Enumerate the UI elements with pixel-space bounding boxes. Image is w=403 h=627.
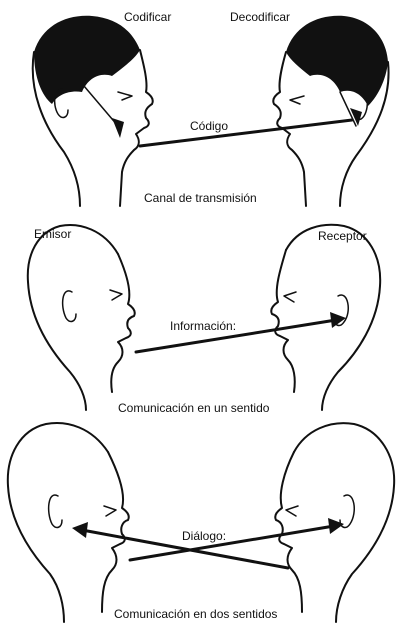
two-way-caption: Comunicación en dos sentidos <box>114 607 277 621</box>
receptor-head-outline <box>285 223 382 411</box>
panel-two-way: Diálogo: Comunicación en dos sentidos <box>6 422 396 623</box>
right-head-hair <box>286 15 388 106</box>
right-dialog-ear <box>339 494 356 529</box>
information-line <box>134 318 338 354</box>
one-way-caption: Comunicación en un sentido <box>118 401 270 415</box>
left-dialog-head-figure <box>6 422 130 623</box>
right-face-profile <box>272 51 307 207</box>
receptor-face-profile <box>270 249 296 393</box>
right-ear-marker <box>350 108 362 126</box>
panel-encoding: Codificar Decodificar Código Canal de tr… <box>31 10 390 207</box>
emisor-eye <box>109 289 123 301</box>
left-ear <box>53 88 69 119</box>
emisor-label: Emisor <box>34 227 71 241</box>
emisor-head-outline <box>26 224 119 411</box>
right-head-outline <box>339 61 390 207</box>
right-eye <box>289 95 305 105</box>
canal-transmision-caption: Canal de transmisión <box>144 191 257 205</box>
left-head-outline <box>31 51 81 207</box>
receptor-eye <box>283 291 297 303</box>
informacion-label: Información: <box>170 319 236 333</box>
receptor-head-figure <box>270 223 382 411</box>
codigo-label: Código <box>190 119 228 133</box>
left-face-profile <box>119 49 154 207</box>
left-dialog-ear <box>47 494 63 529</box>
left-dialog-face-profile <box>101 451 130 613</box>
code-transmission-line <box>138 118 354 148</box>
emisor-ear <box>61 290 77 323</box>
decodificar-label: Decodificar <box>230 10 290 24</box>
dialog-line-left-to-right <box>128 524 336 562</box>
emisor-face-profile <box>110 253 136 393</box>
left-head-figure <box>31 15 154 207</box>
left-dialog-eye <box>103 505 117 517</box>
right-dialog-eye <box>285 505 299 517</box>
dialog-arrowhead-left <box>72 522 88 538</box>
information-arrowhead <box>330 312 346 328</box>
codificar-label: Codificar <box>124 10 171 24</box>
dialog-arrowhead-right <box>328 518 344 534</box>
emisor-head-figure <box>26 224 136 411</box>
right-dialog-head-outline <box>293 422 396 623</box>
left-eye <box>117 91 133 101</box>
left-jaw-line <box>83 85 119 127</box>
left-jaw-marker <box>112 118 124 138</box>
receptor-label: Receptor <box>318 229 367 243</box>
right-head-figure <box>272 15 390 207</box>
dialogo-label: Diálogo: <box>182 529 226 543</box>
panel-one-way: Emisor Receptor Información: Comunicació… <box>26 223 382 415</box>
dialog-line-right-to-left <box>80 528 290 570</box>
left-dialog-head-outline <box>6 422 109 623</box>
left-head-hair <box>34 15 140 104</box>
